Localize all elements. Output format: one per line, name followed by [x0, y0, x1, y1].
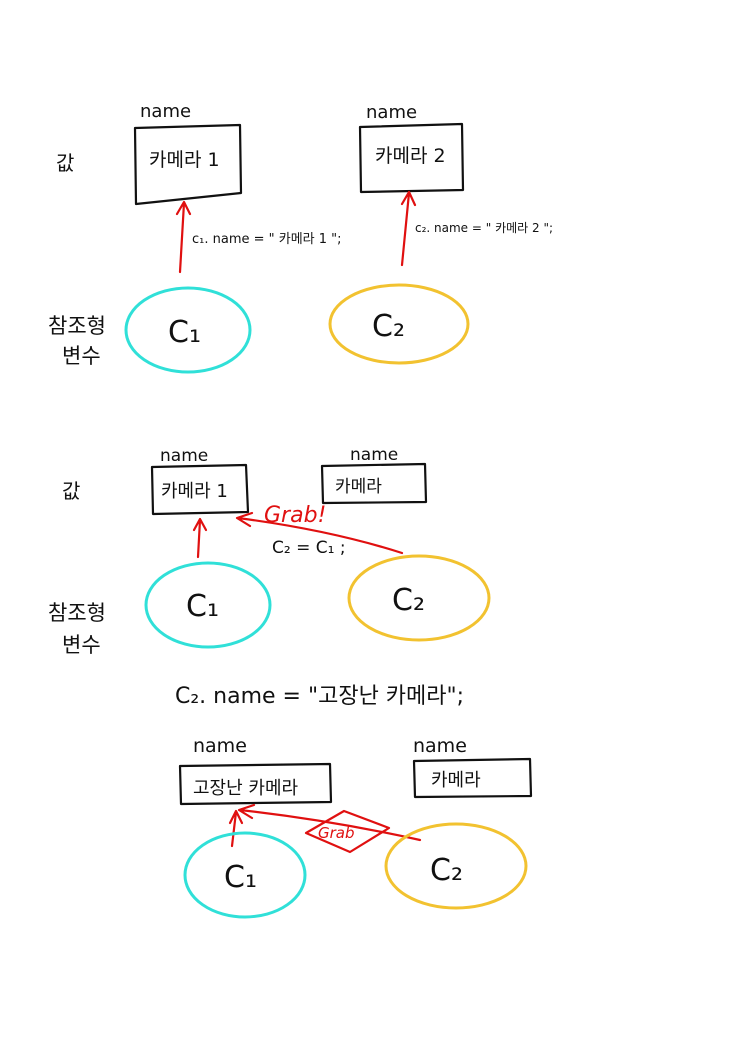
box2-value-3: 카메라: [431, 770, 481, 791]
section-1: 값 참조형 변수 name 카메라 1 name 카메라 2 c₁. name …: [48, 101, 553, 374]
var-c1-circle-3: [183, 831, 307, 919]
var-c1-label-3: C₁: [224, 860, 257, 895]
var-c2-circle-3: [384, 822, 528, 910]
box2-frame: [358, 122, 465, 194]
var-c2-circle: [328, 283, 470, 365]
box2-value: 카메라 2: [375, 145, 446, 167]
statement-line: C₂. name = "고장난 카메라";: [175, 684, 464, 709]
var-c2-label: C₂: [372, 309, 405, 344]
box1-value: 카메라 1: [149, 149, 220, 171]
box2-frame-2: [320, 462, 428, 505]
value-label-2: 값: [62, 479, 80, 503]
ref-label-line2: 변수: [62, 344, 101, 368]
box2-name-label-3: name: [413, 735, 467, 757]
box1-frame: [133, 123, 243, 206]
grab-label-2: Grab!: [264, 503, 326, 528]
var-c1-label: C₁: [168, 315, 201, 350]
var-c2-label-3: C₂: [430, 853, 463, 888]
var-c1-circle-2: [144, 561, 272, 649]
ref-label-2-line1: 참조형: [48, 601, 106, 625]
arrow-c2-to-box1-3: [237, 803, 422, 842]
arrow-c2-to-box1-2: [235, 511, 404, 555]
assign-c2-c1: C₂ = C₁ ;: [272, 538, 346, 558]
arrow-c1-to-box1-2: [192, 517, 208, 559]
arrow-c1-to-box1-3: [228, 809, 244, 848]
section-2: 값 참조형 변수 name 카메라 1 name 카메라 Grab! C₂ = …: [48, 445, 491, 657]
box2-name-label-2: name: [350, 445, 398, 465]
grab-diamond: [304, 809, 391, 854]
box1-value-3: 고장난 카메라: [193, 778, 299, 799]
value-label: 값: [56, 151, 74, 175]
box1-frame-2: [150, 463, 250, 516]
box1-frame-3: [178, 762, 333, 806]
grab-label-3: Grab: [318, 824, 355, 842]
assign-c1: c₁. name = " 카메라 1 ";: [192, 232, 342, 247]
ref-label-2-line2: 변수: [62, 633, 101, 657]
box1-name-label-2: name: [160, 446, 208, 466]
arrow-c1-to-box1: [175, 200, 192, 274]
ref-label-line1: 참조형: [48, 314, 106, 338]
section-3: name 고장난 카메라 name 카메라 Grab C₁ C₂: [178, 735, 533, 919]
box1-value-2: 카메라 1: [161, 481, 228, 502]
var-c1-circle: [124, 286, 252, 374]
box1-name-label: name: [140, 101, 191, 122]
box2-name-label: name: [366, 102, 417, 123]
assign-c2: c₂. name = " 카메라 2 ";: [415, 221, 553, 235]
box2-frame-3: [412, 757, 533, 799]
box2-value-2: 카메라: [335, 477, 382, 497]
var-c2-circle-2: [347, 554, 491, 642]
var-c1-label-2: C₁: [186, 589, 219, 624]
arrow-c2-to-box2: [400, 190, 417, 267]
box1-name-label-3: name: [193, 735, 247, 757]
var-c2-label-2: C₂: [392, 583, 425, 618]
